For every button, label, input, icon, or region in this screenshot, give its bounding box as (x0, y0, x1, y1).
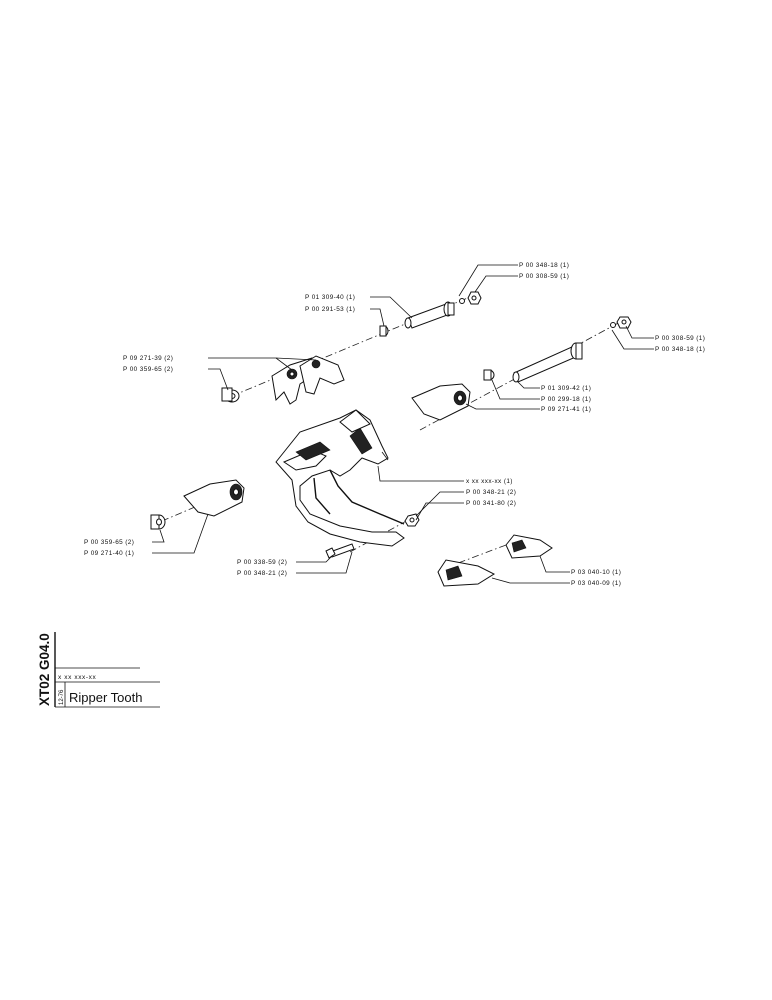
upper-pin-assembly (221, 291, 482, 405)
callout-p00-299-18: P 00 299-18 (1) (541, 396, 591, 403)
callout-p01-309-42: P 01 309-42 (1) (541, 385, 591, 392)
callout-p00-308-59-right: P 00 308-59 (1) (655, 335, 705, 342)
mounting-bracket-pair (271, 355, 345, 405)
leader-lines (152, 264, 654, 584)
callout-p09-271-39: P 09 271-39 (2) (123, 355, 173, 362)
title-block: XT02 G04.0 x xx xxx-xx 12-76 Ripper Toot… (37, 632, 160, 708)
nut-right-shank (404, 513, 420, 527)
callout-p00-338-59: P 00 338-59 (2) (237, 559, 287, 566)
date-code: 12-76 (59, 689, 65, 705)
tooth-tip-lower (437, 559, 496, 587)
bushing-upper-left (221, 387, 240, 403)
callout-p00-341-80: P 00 341-80 (2) (466, 500, 516, 507)
tooth-holder-left (183, 479, 245, 517)
spacer-right (483, 369, 495, 381)
pin-upper (404, 301, 455, 329)
tooth-holder-right (411, 383, 471, 421)
right-pin-assembly (411, 316, 632, 421)
callout-p00-359-65-upper: P 00 359-65 (2) (123, 366, 173, 373)
callout-p09-271-41: P 09 271-41 (1) (541, 406, 591, 413)
callout-p00-348-21-upper: P 00 348-21 (2) (466, 489, 516, 496)
washer-nut-right (610, 316, 632, 329)
callout-p00-348-18-right: P 00 348-18 (1) (655, 346, 705, 353)
callout-p00-359-65-lower: P 00 359-65 (2) (84, 539, 134, 546)
reference-code: x xx xxx-xx (58, 674, 97, 681)
bushing-lower-left (150, 514, 166, 530)
bolt-lower (325, 543, 355, 559)
callout-p03-040-09: P 03 040-09 (1) (571, 580, 621, 587)
callout-p00-291-53: P 00 291-53 (1) (305, 306, 355, 313)
ripper-shank (275, 409, 405, 547)
callout-shank-ref: x xx xxx-xx (1) (466, 478, 513, 485)
callout-p00-348-18-upper: P 00 348-18 (1) (519, 262, 569, 269)
drawing-title: Ripper Tooth (69, 690, 142, 705)
callout-p09-271-40: P 09 271-40 (1) (84, 550, 134, 557)
left-holder-assembly (150, 479, 245, 530)
pin-right (512, 342, 583, 383)
callout-p00-308-59-upper: P 00 308-59 (1) (519, 273, 569, 280)
tooth-tip-upper (505, 534, 553, 559)
washer-nut-upper (459, 291, 482, 305)
callout-p01-309-40: P 01 309-40 (1) (305, 294, 355, 301)
drawing-number: XT02 G04.0 (37, 633, 52, 706)
spacer-upper (379, 325, 389, 337)
callout-p00-348-21-lower: P 00 348-21 (2) (237, 570, 287, 577)
center-lines (161, 296, 623, 569)
callout-p03-040-10: P 03 040-10 (1) (571, 569, 621, 576)
tooth-tips (437, 534, 553, 587)
shank-bolt-and-nut (325, 513, 420, 559)
callout-labels: P 00 348-18 (1) P 00 308-59 (1) P 01 309… (84, 262, 705, 587)
